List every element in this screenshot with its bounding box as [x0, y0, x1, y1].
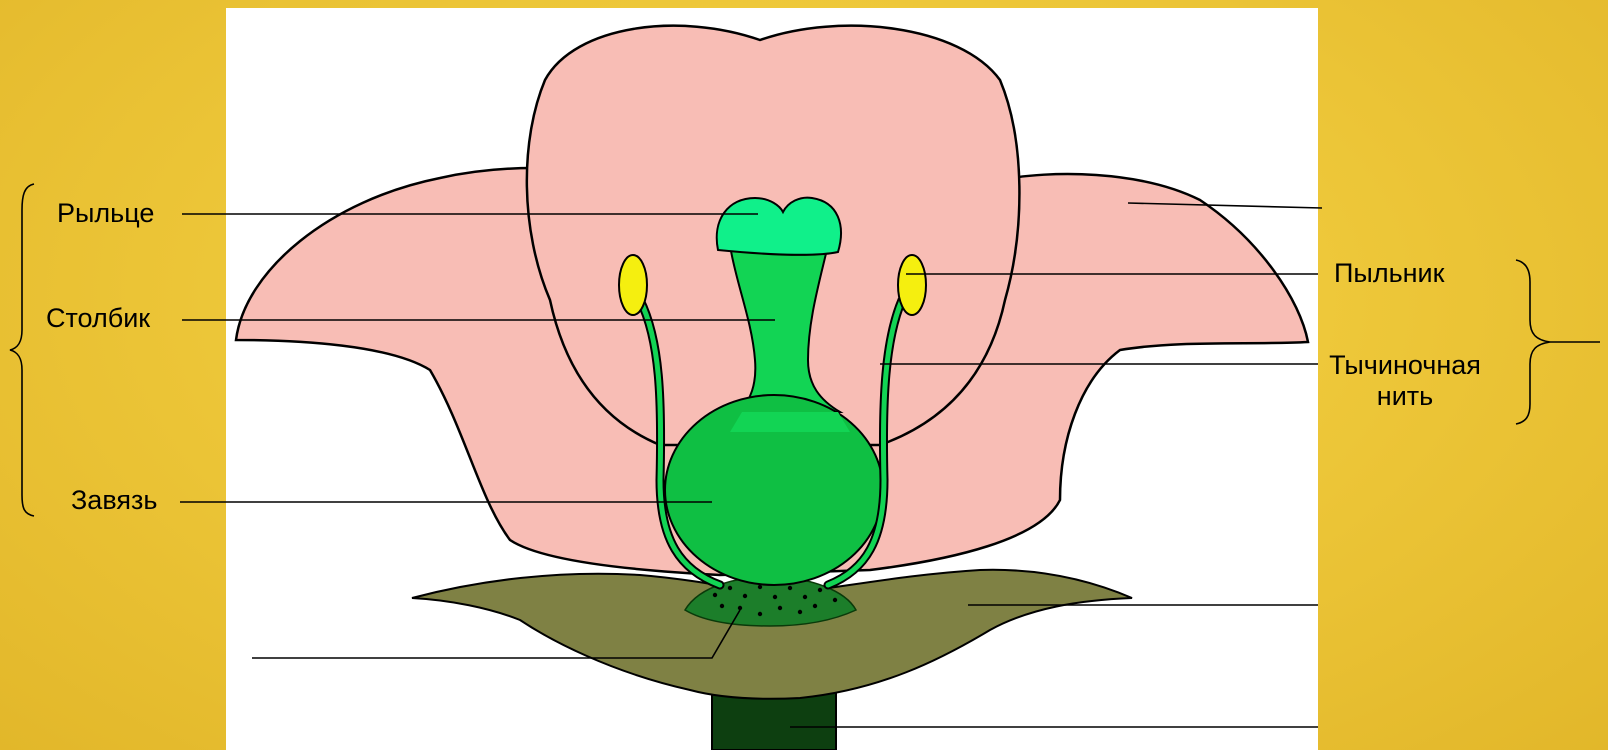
label-anther: Пыльник — [1334, 258, 1444, 289]
label-filament-line1: Тычиночная — [1320, 350, 1490, 381]
style-cover — [730, 412, 850, 432]
label-style: Столбик — [46, 303, 150, 334]
stigma — [717, 198, 841, 255]
anther-right — [898, 255, 926, 315]
pistil-brace — [10, 184, 34, 516]
label-filament: Тычиночная нить — [1320, 350, 1490, 412]
anther-left — [619, 255, 647, 315]
label-filament-line2: нить — [1320, 381, 1490, 412]
stamen-brace — [1516, 260, 1550, 424]
label-ovary: Завязь — [71, 485, 157, 516]
label-stigma: Рыльце — [57, 198, 154, 229]
